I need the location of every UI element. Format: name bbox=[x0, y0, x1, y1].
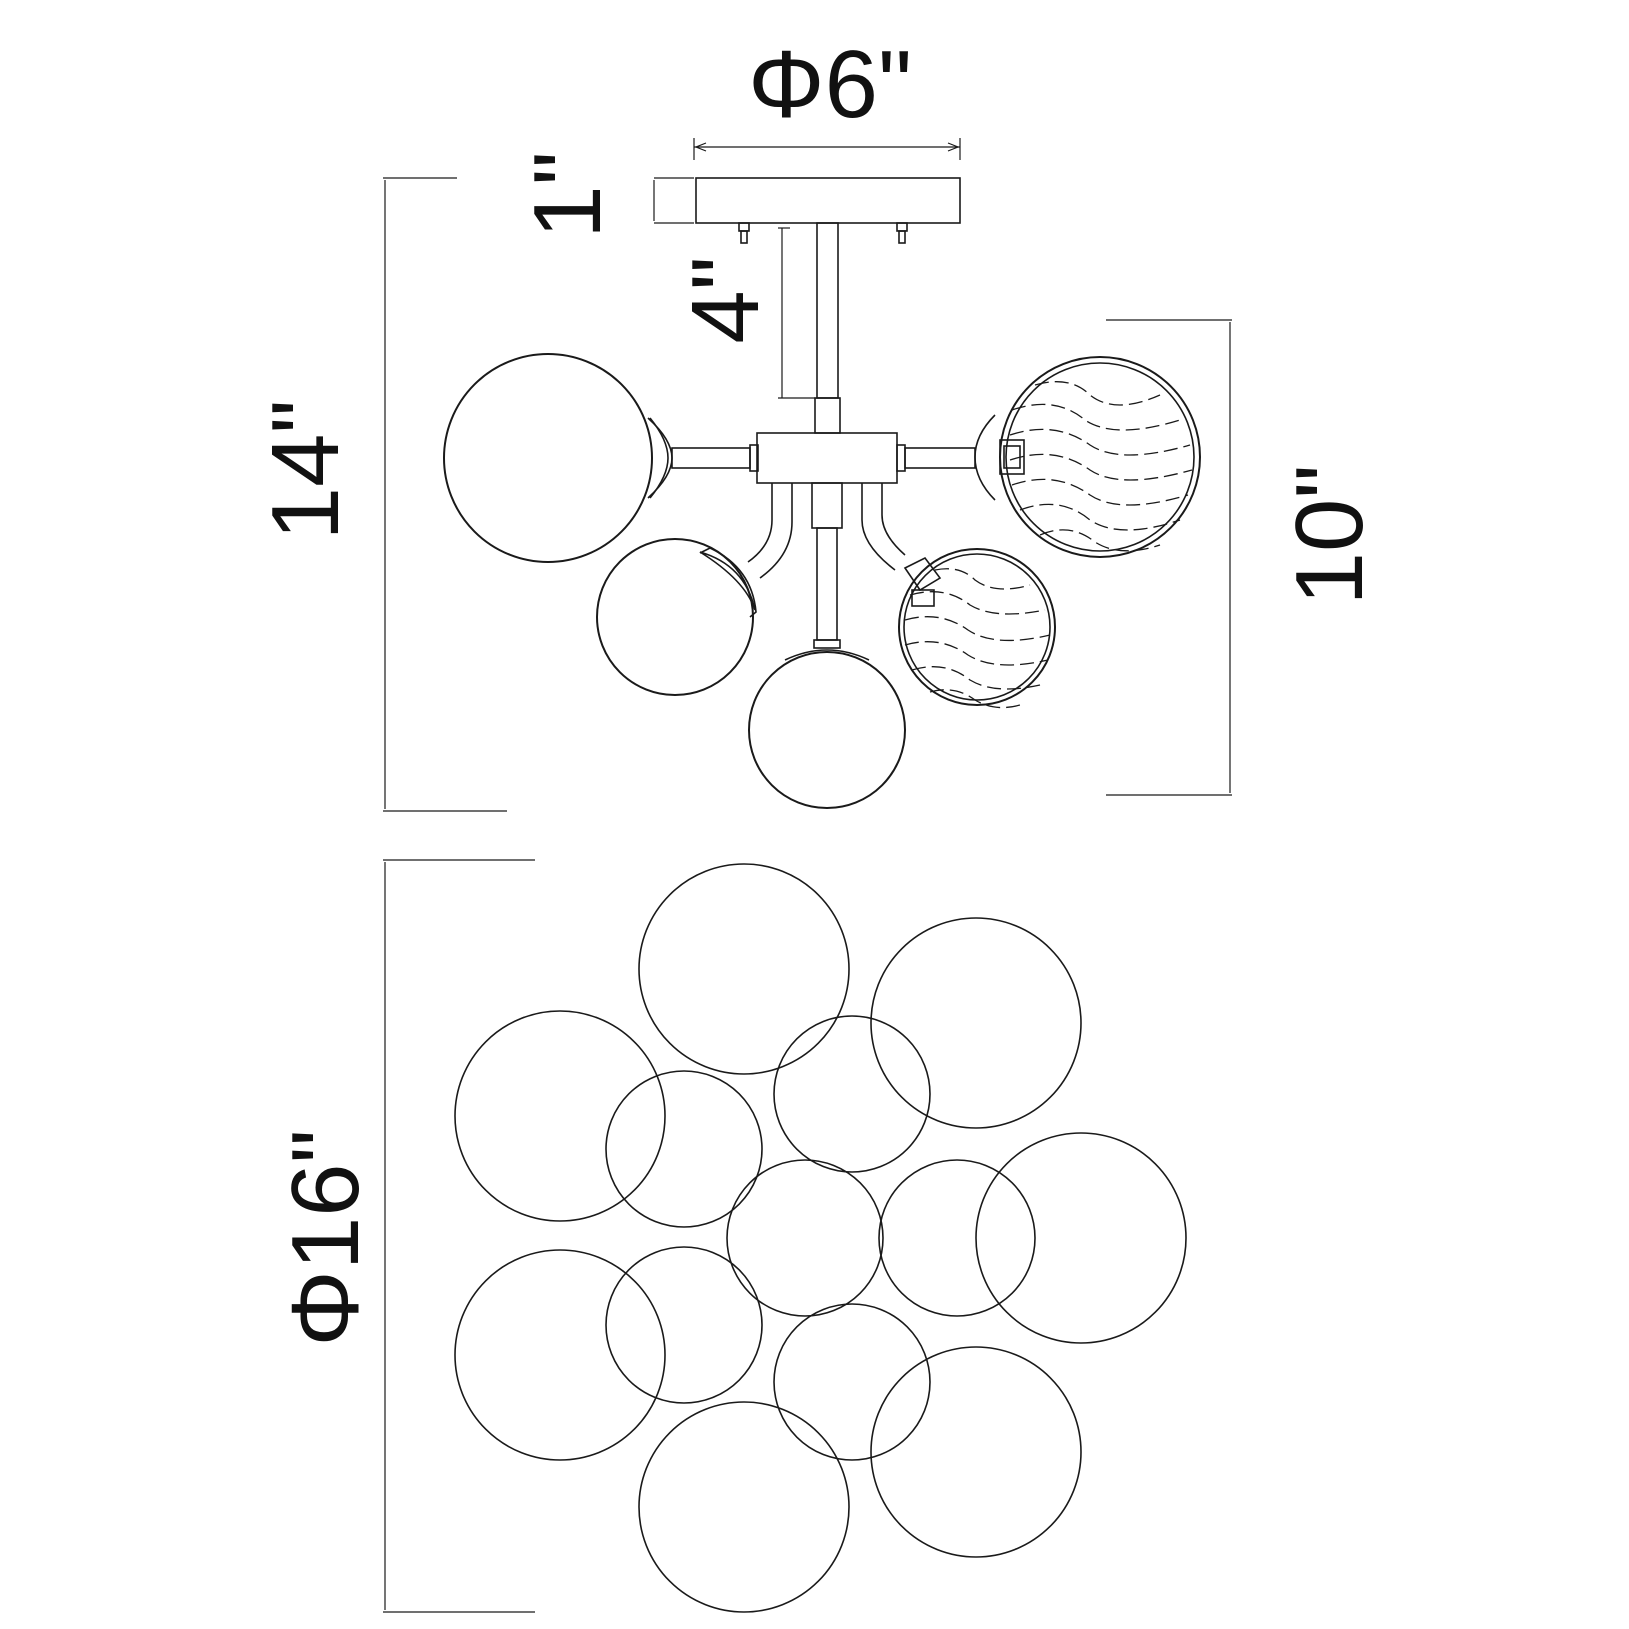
left-globe-collar bbox=[647, 417, 673, 499]
center-down-stem bbox=[811, 482, 843, 649]
lower-right-globe-collar bbox=[903, 556, 942, 607]
overall-height-dimension: 14" bbox=[252, 177, 507, 812]
top-globe bbox=[454, 1010, 666, 1222]
lower-right-globe-ribs bbox=[904, 568, 1051, 709]
stem-length-label: 4" bbox=[672, 256, 779, 343]
right-globe-collar bbox=[974, 414, 1025, 501]
lower-left-arm bbox=[747, 483, 793, 579]
right-arm bbox=[904, 447, 976, 469]
top-globe bbox=[773, 1015, 931, 1173]
top-globe bbox=[878, 1159, 1036, 1317]
overall-diameter-dimension: Φ16" bbox=[272, 859, 535, 1613]
globe-lower-right-ribbed bbox=[898, 548, 1056, 706]
body-height-label: 10" bbox=[1276, 465, 1383, 606]
top-view: Φ16" bbox=[272, 859, 1187, 1613]
left-arm bbox=[649, 417, 751, 499]
body-height-dimension: 10" bbox=[1106, 319, 1383, 796]
overall-diameter-label: Φ16" bbox=[272, 1129, 379, 1346]
top-globe bbox=[638, 1401, 850, 1613]
side-view: Φ6" 1" 4" bbox=[252, 31, 1383, 812]
canopy-diameter-label: Φ6" bbox=[748, 31, 912, 138]
top-globe bbox=[773, 1303, 931, 1461]
overall-height-label: 14" bbox=[252, 400, 359, 541]
lower-right-arm bbox=[861, 483, 906, 571]
top-globe bbox=[454, 1249, 666, 1461]
canopy-height-dimension: 1" bbox=[514, 151, 694, 239]
top-globe bbox=[870, 917, 1082, 1129]
right-globe-ribs bbox=[1009, 381, 1193, 552]
top-globe bbox=[870, 1346, 1082, 1558]
globe-lower-left bbox=[596, 538, 754, 696]
top-globe bbox=[975, 1132, 1187, 1344]
top-globe bbox=[605, 1070, 763, 1228]
bottom-globe-collar bbox=[784, 649, 870, 661]
canopy-diameter-dimension: Φ6" bbox=[693, 31, 961, 160]
canopy-height-label: 1" bbox=[514, 151, 621, 238]
globe-large-right-ribbed bbox=[999, 356, 1201, 558]
canopy bbox=[695, 177, 961, 244]
stem-length-dimension: 4" bbox=[672, 227, 815, 399]
top-globe bbox=[638, 863, 850, 1075]
top-globe bbox=[605, 1246, 763, 1404]
top-globe bbox=[726, 1159, 884, 1317]
globe-large-left bbox=[443, 353, 653, 563]
globe-bottom-center bbox=[748, 651, 906, 809]
